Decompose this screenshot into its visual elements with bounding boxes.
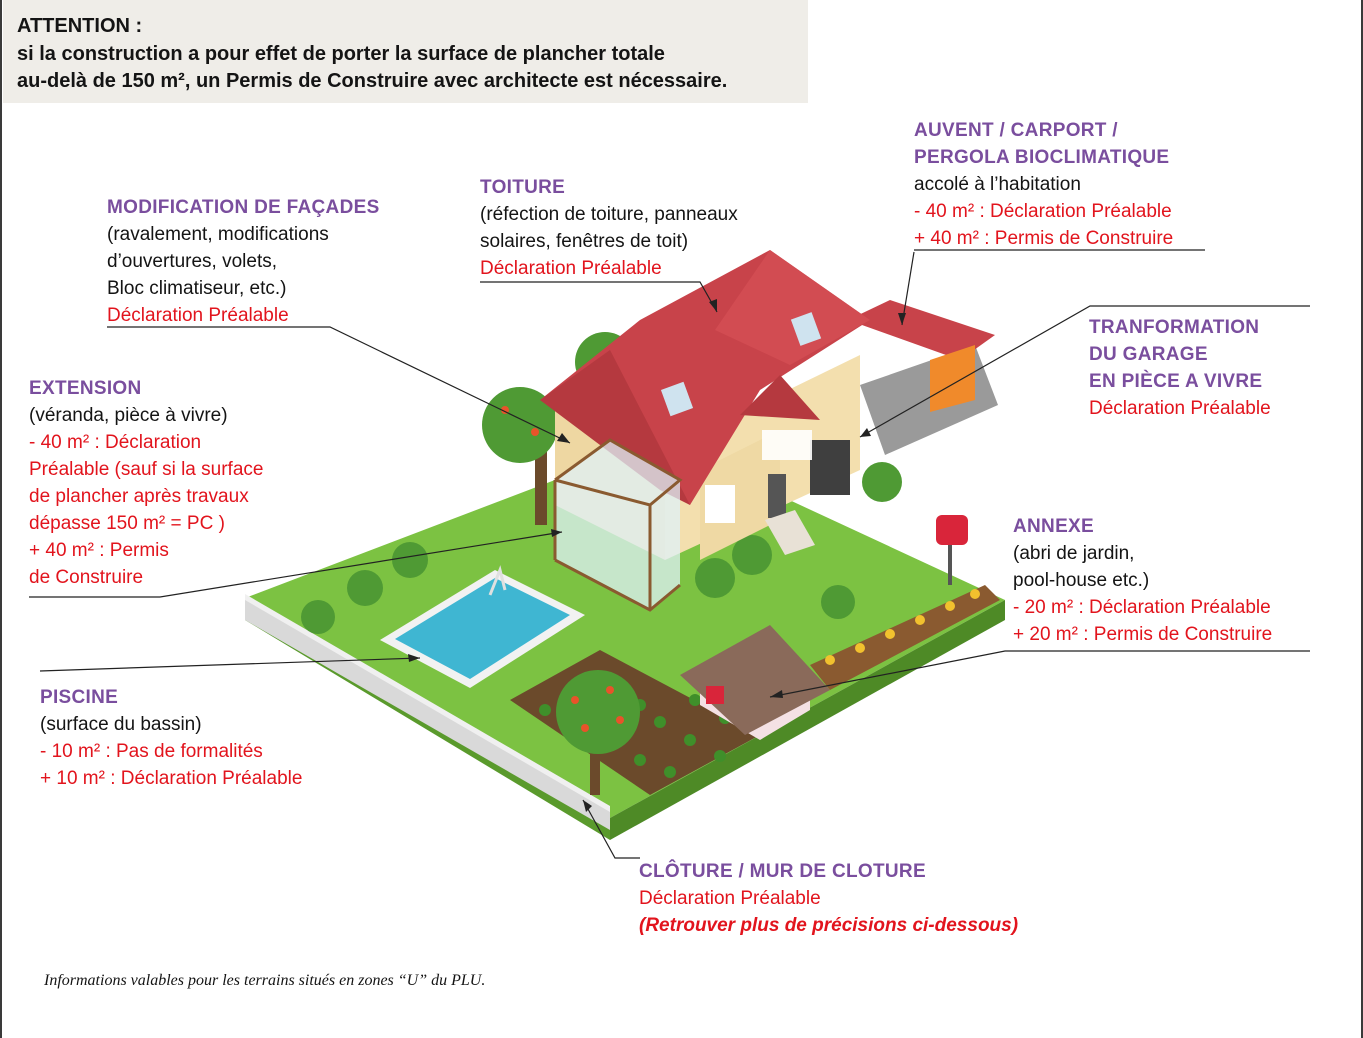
facades-title: MODIFICATION DE FAÇADES [107,197,380,218]
veranda [553,438,683,612]
carport [848,300,998,455]
facades-desc-2: d’ouvertures, volets, [107,251,278,272]
label-facades: MODIFICATION DE FAÇADES (ravalement, mod… [107,194,380,329]
footnote: Informations valables pour les terrains … [44,972,486,989]
extension-rule-1: - 40 m² : Déclaration [29,432,202,453]
piscine-desc: (surface du bassin) [40,714,202,735]
frame-left-border [0,0,2,1038]
auvent-rule-2: + 40 m² : Permis de Construire [914,228,1174,249]
annexe-desc-1: (abri de jardin, [1013,543,1135,564]
annexe-rule-1: - 20 m² : Déclaration Préalable [1013,597,1271,618]
mailbox [936,515,968,585]
pointer-extension [29,531,563,598]
auvent-title-2: PERGOLA BIOCLIMATIQUE [914,147,1170,168]
garage-title-3: EN PIÈCE A VIVRE [1089,371,1263,392]
pointer-facades [107,326,571,444]
toiture-desc-2: solaires, fenêtres de toit) [480,231,689,252]
label-garage: TRANFORMATION DU GARAGE EN PIÈCE A VIVRE… [1089,314,1271,422]
pointer-annexe [769,650,1310,698]
extension-rule-6: de Construire [29,567,144,588]
annexe-title: ANNEXE [1013,516,1094,537]
toiture-desc-1: (réfection de toiture, panneaux [480,204,738,225]
cloture-rule: Déclaration Préalable [639,888,821,909]
flower-bed [810,585,1000,690]
garden-shed [680,625,830,740]
facades-desc-3: Bloc climatiseur, etc.) [107,278,287,299]
extension-desc: (véranda, pièce à vivre) [29,405,228,426]
attention-line-2: au-delà de 150 m², un Permis de Construi… [17,70,728,92]
pointer-arrowheads [408,299,906,812]
toiture-title: TOITURE [480,177,566,198]
facades-desc-1: (ravalement, modifications [107,224,329,245]
extension-rule-3: de plancher après travaux [29,486,249,507]
pointer-auvent [901,251,915,326]
label-toiture: TOITURE (réfection de toiture, panneaux … [480,174,738,282]
label-piscine: PISCINE (surface du bassin) - 10 m² : Pa… [40,684,302,792]
garage-title-2: DU GARAGE [1089,344,1208,365]
attention-box: ATTENTION : si la construction a pour ef… [3,0,808,103]
pointer-cloture [582,799,640,859]
label-annexe: ANNEXE (abri de jardin, pool-house etc.)… [1013,513,1272,648]
attention-title: ATTENTION : [17,15,143,37]
piscine-rule-1: - 10 m² : Pas de formalités [40,741,263,762]
attention-line-1: si la construction a pour effet de porte… [17,43,665,65]
pointer-piscine [39,657,421,672]
apple-tree-garden [556,670,640,795]
extension-rule-2: Préalable (sauf si la surface [29,459,264,480]
toiture-rule: Déclaration Préalable [480,258,662,279]
bushes [301,462,902,634]
label-cloture: CLÔTURE / MUR DE CLOTURE Déclaration Pré… [639,858,1018,939]
pointer-lines [29,249,1310,859]
annexe-rule-2: + 20 m² : Permis de Construire [1013,624,1273,645]
frame-right-border [1361,0,1363,1038]
extension-rule-5: + 40 m² : Permis [29,540,169,561]
garage-title-1: TRANFORMATION [1089,317,1260,338]
label-auvent: AUVENT / CARPORT / PERGOLA BIOCLIMATIQUE… [914,117,1173,252]
piscine-title: PISCINE [40,687,119,708]
annexe-desc-2: pool-house etc.) [1013,570,1150,591]
facades-rule: Déclaration Préalable [107,305,289,326]
cloture-title: CLÔTURE / MUR DE CLOTURE [639,861,926,882]
pointer-garage [859,305,1310,438]
garage-rule: Déclaration Préalable [1089,398,1271,419]
boundary-wall [245,594,610,830]
auvent-desc: accolé à l’habitation [914,174,1081,195]
label-extension: EXTENSION (véranda, pièce à vivre) - 40 … [29,375,263,591]
extension-rule-4: dépasse 150 m² = PC ) [29,513,225,534]
extension-title: EXTENSION [29,378,142,399]
cloture-note: (Retrouver plus de précisions ci-dessous… [639,915,1019,936]
piscine-rule-2: + 10 m² : Déclaration Préalable [40,768,303,789]
pool [380,565,585,688]
auvent-title-1: AUVENT / CARPORT / [914,120,1118,141]
auvent-rule-1: - 40 m² : Déclaration Préalable [914,201,1172,222]
